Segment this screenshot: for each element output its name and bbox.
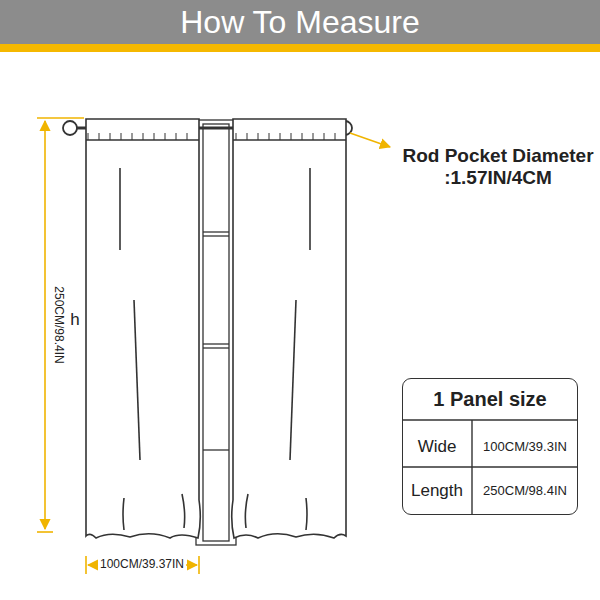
- tick: [143, 133, 144, 140]
- table-cell: Wide: [418, 437, 457, 457]
- width-dimension: [86, 556, 199, 574]
- height-dimension: [37, 118, 84, 532]
- tick: [313, 133, 314, 140]
- curtain-panel: [86, 119, 200, 538]
- table-heading: 1 Panel size: [403, 379, 577, 420]
- pointer-arrow: [350, 133, 390, 147]
- tick: [236, 133, 237, 140]
- tick: [187, 133, 188, 140]
- curtain-panel: [232, 119, 346, 538]
- tick: [110, 133, 111, 140]
- tick: [324, 133, 325, 140]
- tick: [280, 133, 281, 140]
- dimension-symbol: h: [70, 310, 79, 330]
- table-cell: Length: [411, 481, 463, 501]
- page-title: How To Measure: [0, 0, 600, 44]
- tick: [121, 133, 122, 140]
- dimension-text: 250CM/98.4IN: [51, 286, 65, 363]
- tick: [176, 133, 177, 140]
- tick: [88, 133, 89, 140]
- pocket-ticks: [88, 133, 335, 140]
- tick: [291, 133, 292, 140]
- tick: [269, 133, 270, 140]
- header-bar: [0, 0, 600, 44]
- table-cell: 250CM/98.4IN: [483, 484, 567, 499]
- header-stripe: [0, 44, 600, 52]
- tick: [99, 133, 100, 140]
- dimension-text: 100CM/39.37IN: [98, 558, 186, 572]
- tick: [302, 133, 303, 140]
- table-grid: [402, 420, 578, 515]
- tick: [154, 133, 155, 140]
- table-cell: 100CM/39.3IN: [483, 440, 567, 455]
- tick: [258, 133, 259, 140]
- tick: [165, 133, 166, 140]
- tick: [335, 133, 336, 140]
- callout-text: Rod Pocket Diameter :1.57IN/4CM: [398, 145, 598, 189]
- tick: [132, 133, 133, 140]
- tick: [247, 133, 248, 140]
- window: [196, 120, 236, 545]
